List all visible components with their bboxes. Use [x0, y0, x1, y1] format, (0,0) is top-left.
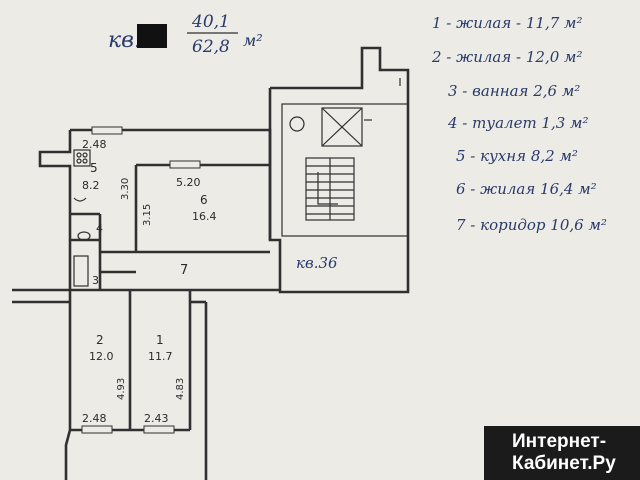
legend-item-1: 1 - жилая - 11,7 м² — [432, 14, 583, 32]
room-5-dim-top: 2.48 — [82, 138, 107, 151]
legend-item-2: 2 - жилая - 12,0 м² — [431, 48, 583, 66]
room-6-area: 16.4 — [192, 210, 217, 223]
area-unit: м² — [243, 31, 263, 50]
watermark-line-2: Кабинет.Ру — [512, 453, 616, 474]
room-1-number: 1 — [156, 333, 164, 347]
legend-item-4: 4 - туалет 1,3 м² — [447, 114, 589, 132]
window-room-2 — [81, 425, 113, 434]
neighbor-apartment-label: кв.36 — [296, 254, 338, 272]
legend-item-5: 5 - кухня 8,2 м² — [456, 147, 578, 165]
legend-item-7: 7 - коридор 10,6 м² — [456, 216, 607, 234]
building-core — [268, 46, 410, 294]
apt-prefix: кв. — [108, 28, 141, 53]
area-total: 62,8 — [192, 37, 230, 57]
room-1-area: 11.7 — [148, 350, 173, 363]
legend-item-3: 3 - ванная 2,6 м² — [448, 82, 580, 100]
room-3-number: 3 — [92, 274, 99, 287]
redacted-apartment-number — [137, 24, 167, 48]
area-living: 40,1 — [191, 12, 230, 32]
room-6-dim-top: 5.20 — [176, 176, 201, 189]
chute-circle — [289, 116, 305, 132]
room-7-number: 7 — [180, 263, 188, 278]
window-kitchen — [91, 126, 123, 135]
window-room-1 — [143, 425, 175, 434]
room-5-number: 5 — [90, 161, 98, 175]
windows — [81, 126, 201, 434]
elevator-shaft — [321, 107, 363, 147]
room-4-number: 4 — [96, 222, 103, 235]
room-2-dim-v: 4.93 — [116, 378, 127, 400]
room-1-dim-h: 2.43 — [144, 412, 169, 425]
room-6-number: 6 — [200, 193, 208, 207]
room-2-area: 12.0 — [89, 350, 114, 363]
watermark-logo: Интернет- Кабинет.Ру — [484, 426, 640, 480]
sink-icon — [73, 197, 87, 202]
bathtub-icon — [73, 255, 89, 287]
stairs — [305, 157, 355, 221]
toilet-icon — [77, 231, 91, 241]
room-labels: 5 8.2 2.48 3.30 6 16.4 5.20 3.15 4 3 7 2… — [82, 138, 217, 425]
room-2-number: 2 — [96, 333, 104, 347]
room-6-dim-side: 3.15 — [142, 204, 153, 226]
room-1-dim-v: 4.83 — [175, 378, 186, 400]
room-5-dim-side: 3.30 — [120, 178, 131, 200]
room-5-area: 8.2 — [82, 179, 100, 192]
room-2-dim-h: 2.48 — [82, 412, 107, 425]
watermark-line-1: Интернет- — [512, 431, 607, 452]
window-room-6 — [169, 160, 201, 169]
stove-icon — [73, 149, 91, 167]
fixtures — [73, 149, 91, 287]
legend-item-6: 6 - жилая 16,4 м² — [456, 180, 597, 198]
